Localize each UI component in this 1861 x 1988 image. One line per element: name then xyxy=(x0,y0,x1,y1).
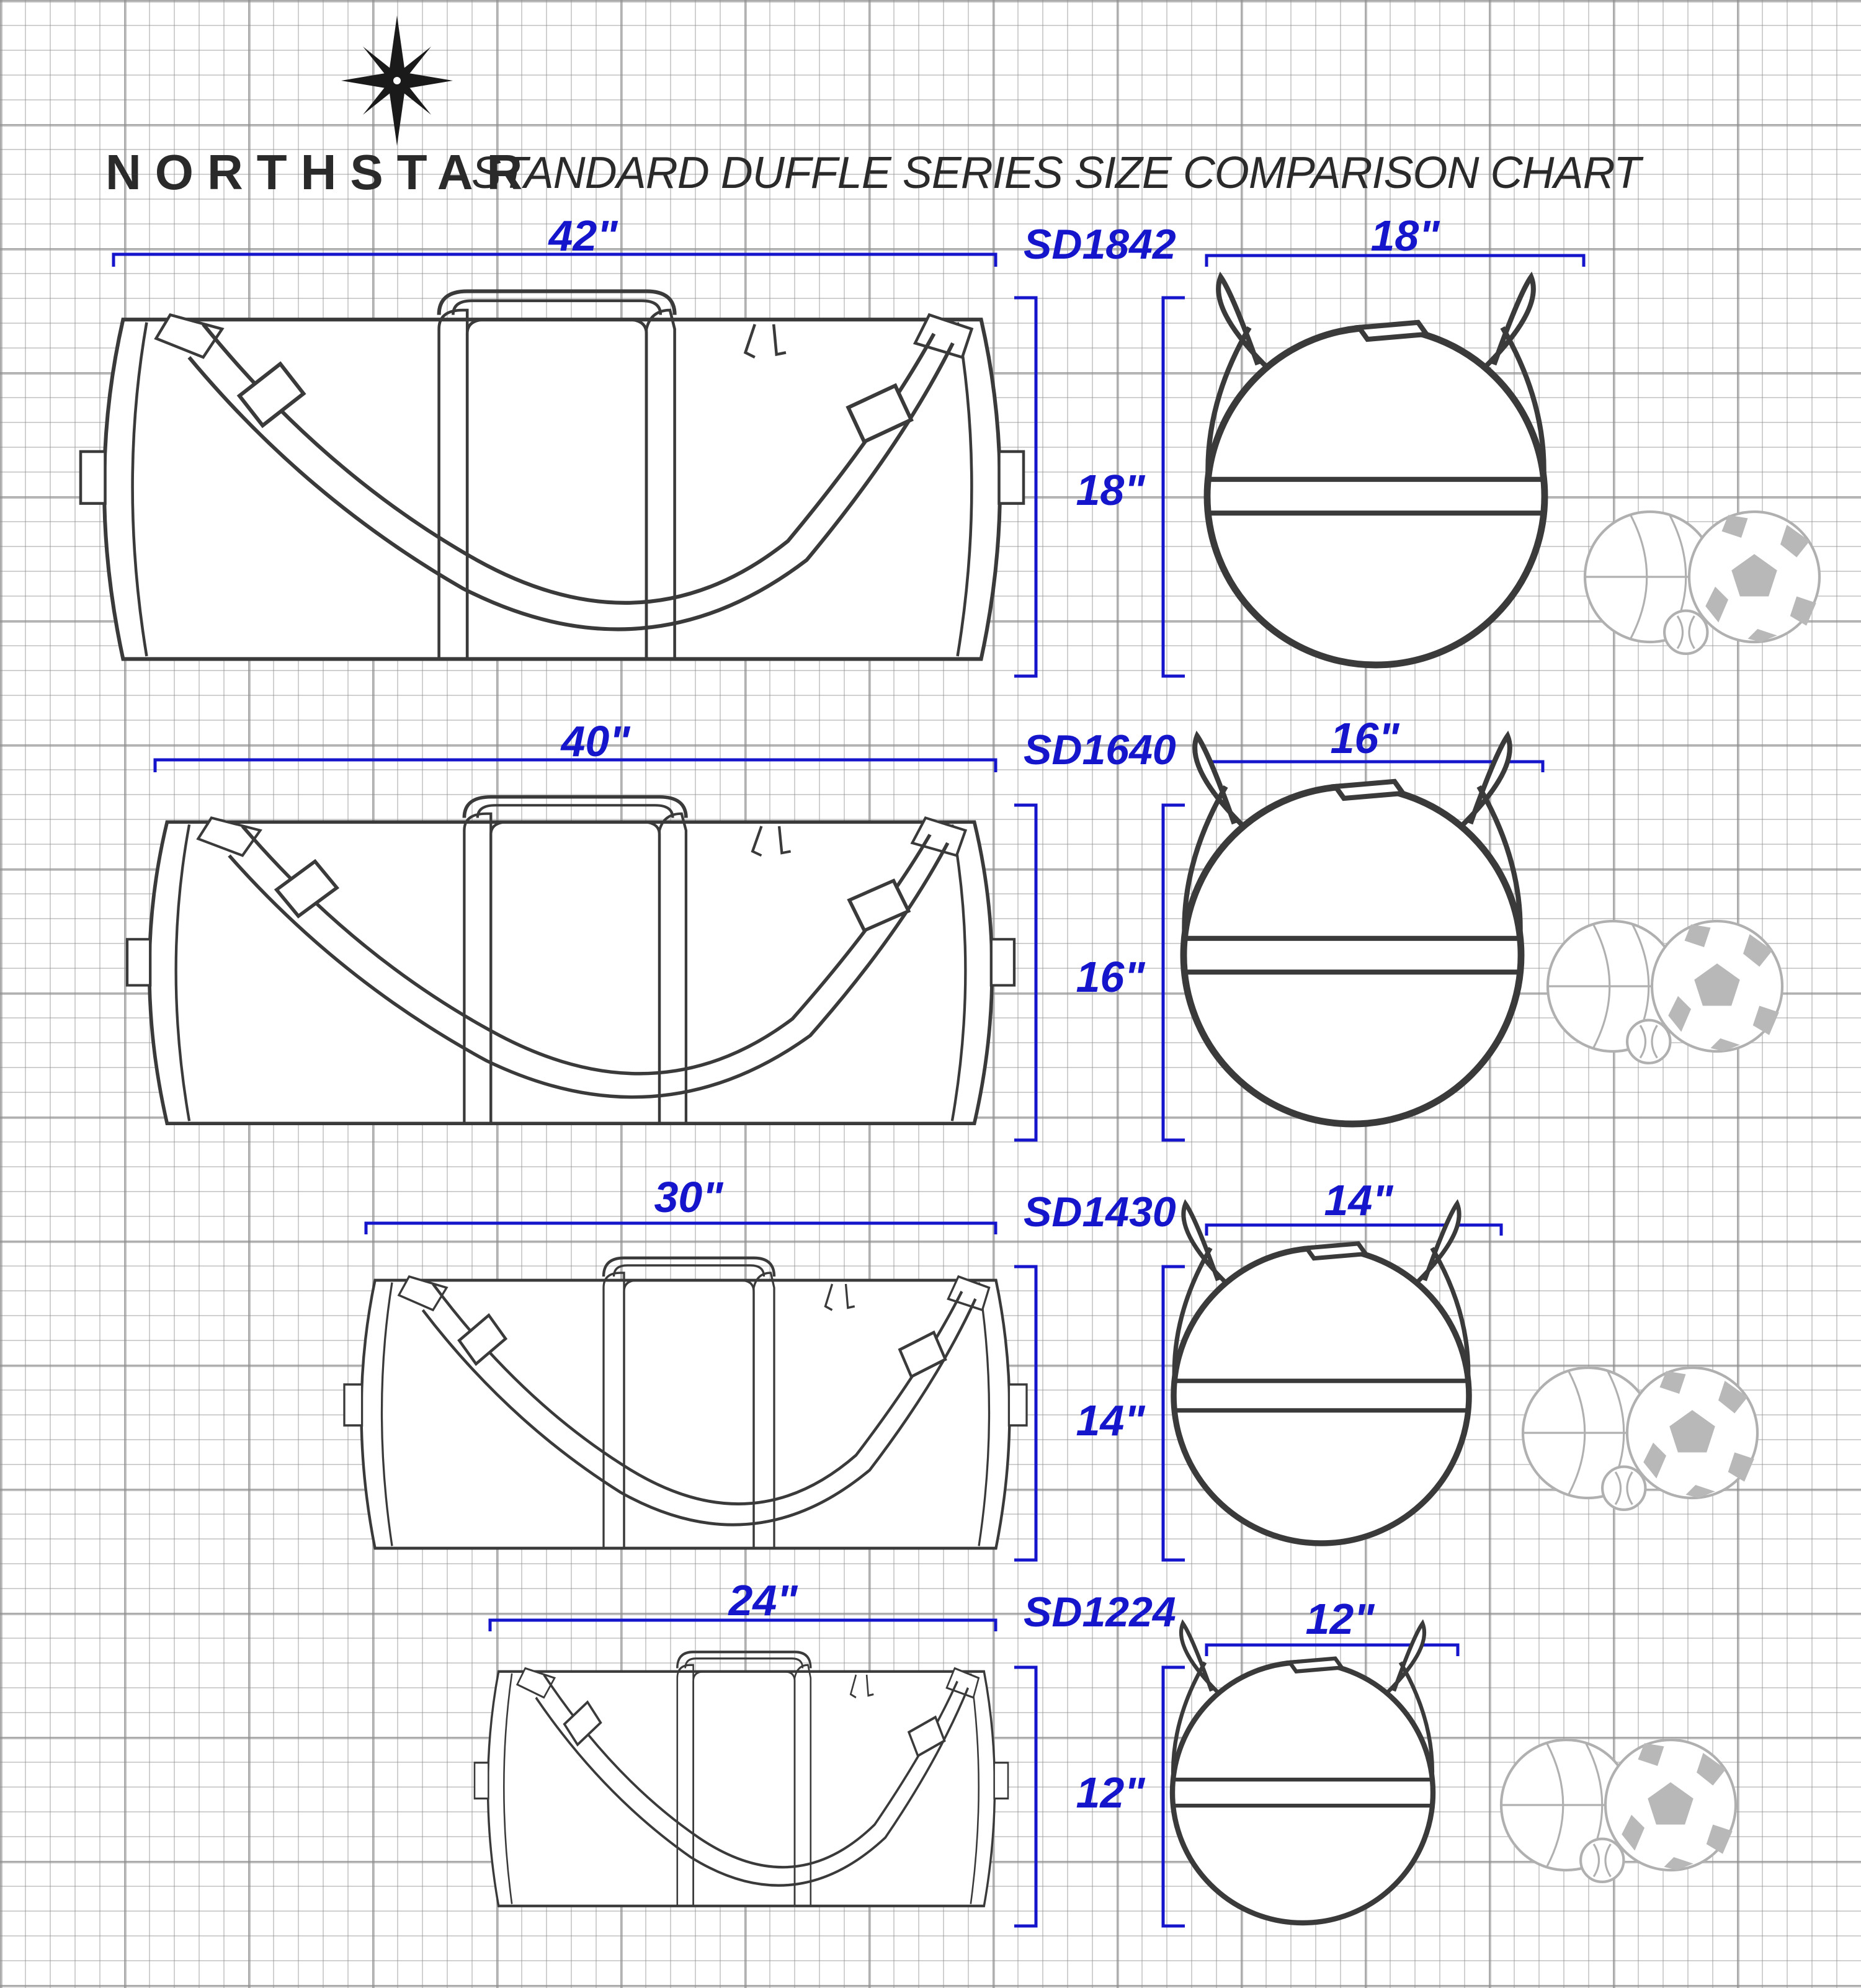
balls-comparison xyxy=(1548,921,1782,1063)
bag-side-view xyxy=(127,797,1014,1124)
bag-end-view xyxy=(1172,1623,1433,1923)
length-label: 40" xyxy=(561,717,630,765)
diameter-label: 14" xyxy=(1324,1176,1393,1224)
bag-side-view xyxy=(475,1652,1008,1906)
bag-side-view xyxy=(81,292,1024,659)
bag-end-view xyxy=(1174,1204,1469,1543)
model-label: SD1842 xyxy=(1024,221,1176,268)
dimension-bracket xyxy=(112,252,1586,678)
height-label: 16" xyxy=(1076,953,1145,1001)
bag-end-view xyxy=(1184,736,1521,1124)
height-label: 14" xyxy=(1076,1396,1145,1445)
diameter-label: 16" xyxy=(1330,714,1399,762)
diameter-label: 18" xyxy=(1370,212,1440,260)
balls-comparison xyxy=(1501,1740,1736,1882)
height-label: 12" xyxy=(1076,1768,1145,1817)
dimension-bracket xyxy=(364,1221,1503,1562)
diameter-label: 12" xyxy=(1305,1595,1375,1643)
model-label: SD1430 xyxy=(1024,1188,1176,1236)
length-label: 24" xyxy=(728,1576,798,1625)
balls-comparison xyxy=(1523,1368,1757,1510)
brand-name: NORTHSTAR xyxy=(105,145,537,200)
length-label: 30" xyxy=(654,1173,723,1221)
dimension-bracket xyxy=(488,1618,1460,1928)
bag-end-view xyxy=(1207,277,1545,665)
chart-title: STANDARD DUFFLE SERIES SIZE COMPARISON C… xyxy=(471,148,1641,198)
height-label: 18" xyxy=(1076,466,1145,514)
balls-comparison xyxy=(1585,512,1819,654)
length-label: 42" xyxy=(548,212,618,260)
model-label: SD1224 xyxy=(1024,1589,1176,1636)
model-label: SD1640 xyxy=(1024,726,1176,773)
compass-star-icon xyxy=(341,16,453,146)
bag-side-view xyxy=(344,1258,1027,1548)
